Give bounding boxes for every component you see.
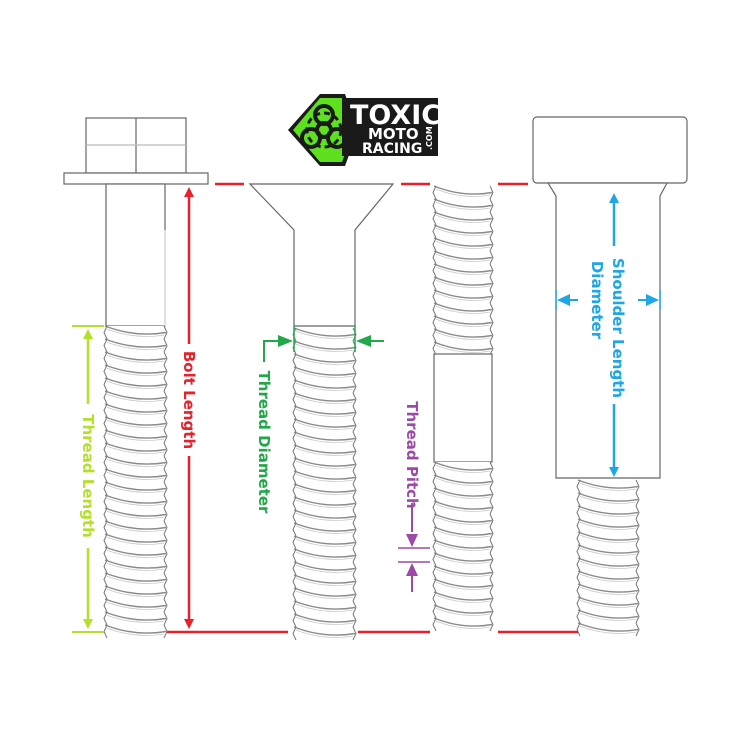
logo-word-moto: MOTO bbox=[368, 125, 419, 143]
thread-diameter-dimension: Thread Diameter bbox=[255, 326, 384, 514]
length-reference-lines bbox=[167, 182, 578, 634]
bolt-length-label: Bolt Length bbox=[180, 351, 198, 449]
thread-length-label: Thread Length bbox=[79, 414, 97, 538]
shoulder-diameter-arrow-icon bbox=[646, 294, 659, 306]
thread-diameter-arrow-icon bbox=[356, 335, 371, 347]
socket-head bbox=[532, 116, 688, 184]
flat-countersunk-bolt bbox=[248, 183, 395, 641]
thread-section bbox=[576, 479, 640, 637]
flange bbox=[63, 172, 209, 185]
logo-word-racing: RACING bbox=[362, 141, 422, 157]
countersunk-head bbox=[248, 183, 395, 327]
thread-section bbox=[103, 325, 168, 639]
thread-pitch-label: Thread Pitch bbox=[403, 401, 421, 508]
thread-section bbox=[432, 461, 494, 632]
bolt-length-dimension: Bolt Length bbox=[180, 187, 198, 629]
logo-text-panel bbox=[342, 98, 438, 156]
thread-section bbox=[292, 327, 357, 641]
shoulder-bolt bbox=[532, 116, 688, 637]
threaded-stud bbox=[432, 185, 494, 632]
logo-word-com: .COM bbox=[425, 126, 434, 150]
thread-section bbox=[432, 185, 494, 356]
stud-smooth-section bbox=[433, 353, 493, 463]
shoulder-section bbox=[546, 182, 669, 479]
thread-pitch-dimension: Thread Pitch bbox=[398, 401, 430, 592]
thread-diameter-label: Thread Diameter bbox=[255, 371, 273, 514]
thread-pitch-arrow-icon bbox=[406, 534, 418, 547]
biohazard-icon bbox=[300, 104, 348, 149]
thread-diameter-bracket bbox=[263, 340, 278, 362]
thread-diameter-arrow-icon bbox=[278, 335, 293, 347]
thread-length-dimension: Thread Length bbox=[72, 325, 104, 633]
toxic-moto-racing-logo: TOXIC MOTO RACING .COM bbox=[288, 94, 441, 166]
flanged-hex-head-bolt bbox=[63, 117, 209, 639]
logo-word-toxic: TOXIC bbox=[350, 100, 441, 131]
bolt-shank bbox=[105, 183, 166, 327]
shoulder-dimension: Shoulder Length Diameter bbox=[555, 193, 661, 477]
thread-pitch-arrow-icon bbox=[406, 563, 418, 576]
shoulder-diameter-label: Diameter bbox=[588, 261, 606, 340]
shoulder-length-label: Shoulder Length bbox=[609, 258, 627, 398]
shoulder-diameter-arrow-icon bbox=[557, 294, 570, 306]
